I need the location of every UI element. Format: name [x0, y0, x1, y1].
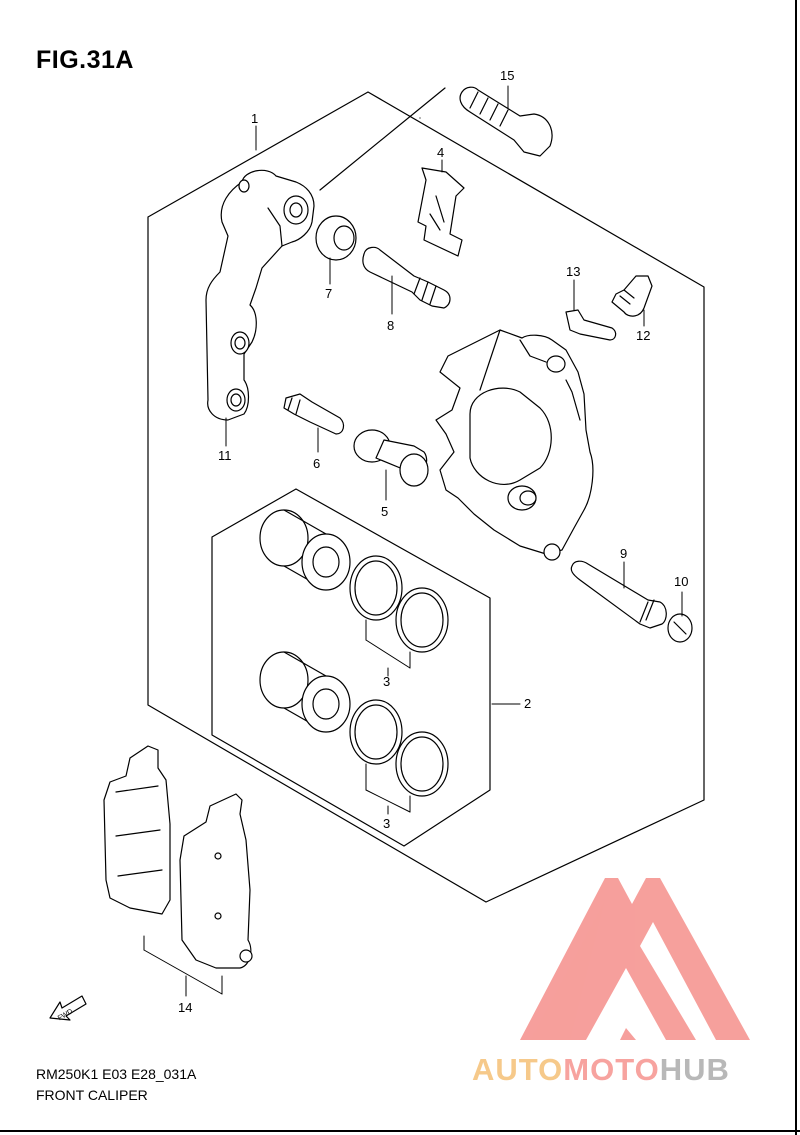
piston-upper: [259, 509, 351, 591]
callout-2: 2: [524, 696, 531, 711]
callout-10: 10: [674, 574, 688, 589]
callout-3-upper: 3: [383, 674, 390, 689]
callout-14: 14: [178, 1000, 192, 1015]
slide-pin-9: [570, 560, 667, 629]
slide-pin-plug: [667, 613, 693, 643]
watermark-logo: [520, 878, 750, 1040]
frame-border-bottom: [0, 1130, 800, 1132]
boot-part: [315, 215, 357, 261]
callout-6: 6: [313, 456, 320, 471]
brand-part-auto: AUTO: [472, 1052, 564, 1087]
callout-15: 15: [500, 68, 514, 83]
callout-11: 11: [218, 448, 232, 463]
callout-1: 1: [251, 111, 258, 126]
forward-arrow: [49, 995, 87, 1021]
caliper-bracket: [205, 169, 315, 421]
bleeder-cap: [565, 309, 617, 341]
callout-leaders: [143, 85, 683, 997]
piston-set-boundary-line: [211, 488, 491, 847]
brake-pad-rear: [179, 793, 253, 969]
seal-upper-left: [349, 555, 403, 621]
brand-part-hub: HUB: [659, 1052, 730, 1087]
callout-8: 8: [387, 318, 394, 333]
assembly-boundary-line: [147, 91, 705, 903]
figure-caption: FRONT CALIPER: [36, 1087, 148, 1103]
caliper-body: [435, 329, 594, 561]
mounting-bolt: [459, 86, 553, 157]
callout-3-lower: 3: [383, 816, 390, 831]
callout-9: 9: [620, 546, 627, 561]
callout-12: 12: [636, 328, 650, 343]
callout-4: 4: [437, 145, 444, 160]
callout-7: 7: [325, 286, 332, 301]
figure-title: FIG.31A: [36, 46, 134, 74]
piston-lower: [259, 651, 351, 733]
watermark-brand-text: AUTOMOTOHUB: [472, 1052, 730, 1088]
callout-5: 5: [381, 504, 388, 519]
boot-part-5: [353, 429, 429, 487]
pad-spring: [417, 167, 465, 257]
callout-13: 13: [566, 264, 580, 279]
seal-lower-left: [349, 699, 403, 765]
brake-pad-front: [103, 745, 171, 915]
bleeder-valve: [611, 275, 653, 317]
slide-pin-6: [283, 393, 345, 435]
seal-upper-right: [395, 587, 449, 653]
seal-lower-right: [395, 731, 449, 797]
brand-part-moto: MOTO: [563, 1052, 660, 1087]
frame-border-right: [795, 0, 797, 1135]
model-code: RM250K1 E03 E28_031A: [36, 1066, 197, 1082]
slide-pin-8: [362, 246, 451, 309]
